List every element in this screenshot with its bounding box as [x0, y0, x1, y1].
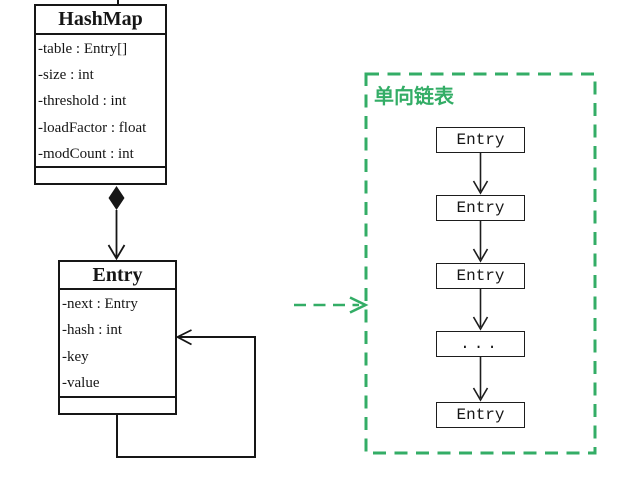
entry-class-title: Entry — [60, 262, 175, 290]
hashmap-attributes-compartment: -table : Entry[] -size : int -threshold … — [36, 35, 165, 168]
list-arrowhead-icon-1 — [472, 180, 489, 195]
composition-diamond-icon — [108, 186, 125, 210]
dashed-reference-arrowhead-icon — [349, 296, 369, 314]
entry-attribute-key: -key — [62, 348, 89, 365]
entry-class-box: Entry -next : Entry -hash : int -key -va… — [58, 260, 177, 415]
list-arrowhead-icon-2 — [472, 248, 489, 263]
list-arrowhead-icon-4 — [472, 387, 489, 402]
hashmap-class-box: HashMap -table : Entry[] -size : int -th… — [34, 4, 167, 185]
linked-list-node-ellipsis: ... — [436, 331, 525, 357]
list-arrowhead-icon-3 — [472, 316, 489, 331]
hashmap-operations-compartment-empty — [36, 168, 165, 183]
linked-list-node-5: Entry — [436, 402, 525, 428]
hashmap-class-title: HashMap — [36, 6, 165, 35]
entry-operations-compartment-empty — [60, 398, 175, 413]
hashmap-attribute-loadfactor: -loadFactor : float — [38, 119, 147, 136]
entry-attributes-compartment: -next : Entry -hash : int -key -value — [60, 290, 175, 398]
entry-attribute-value: -value — [62, 375, 100, 392]
linked-list-node-2: Entry — [436, 195, 525, 221]
entry-attribute-hash: -hash : int — [62, 322, 122, 339]
hashmap-attribute-size: -size : int — [38, 67, 94, 84]
entry-attribute-next: -next : Entry — [62, 296, 138, 312]
self-reference-arrowhead-icon — [175, 329, 192, 346]
hashmap-attribute-table: -table : Entry[] — [38, 41, 128, 57]
linked-list-node-1: Entry — [436, 127, 525, 153]
hashmap-attribute-modcount: -modCount : int — [38, 145, 134, 162]
linked-list-group-label: 单向链表 — [374, 86, 454, 108]
composition-open-arrowhead-icon — [107, 244, 126, 261]
linked-list-node-3: Entry — [436, 263, 525, 289]
hashmap-attribute-threshold: -threshold : int — [38, 93, 127, 110]
